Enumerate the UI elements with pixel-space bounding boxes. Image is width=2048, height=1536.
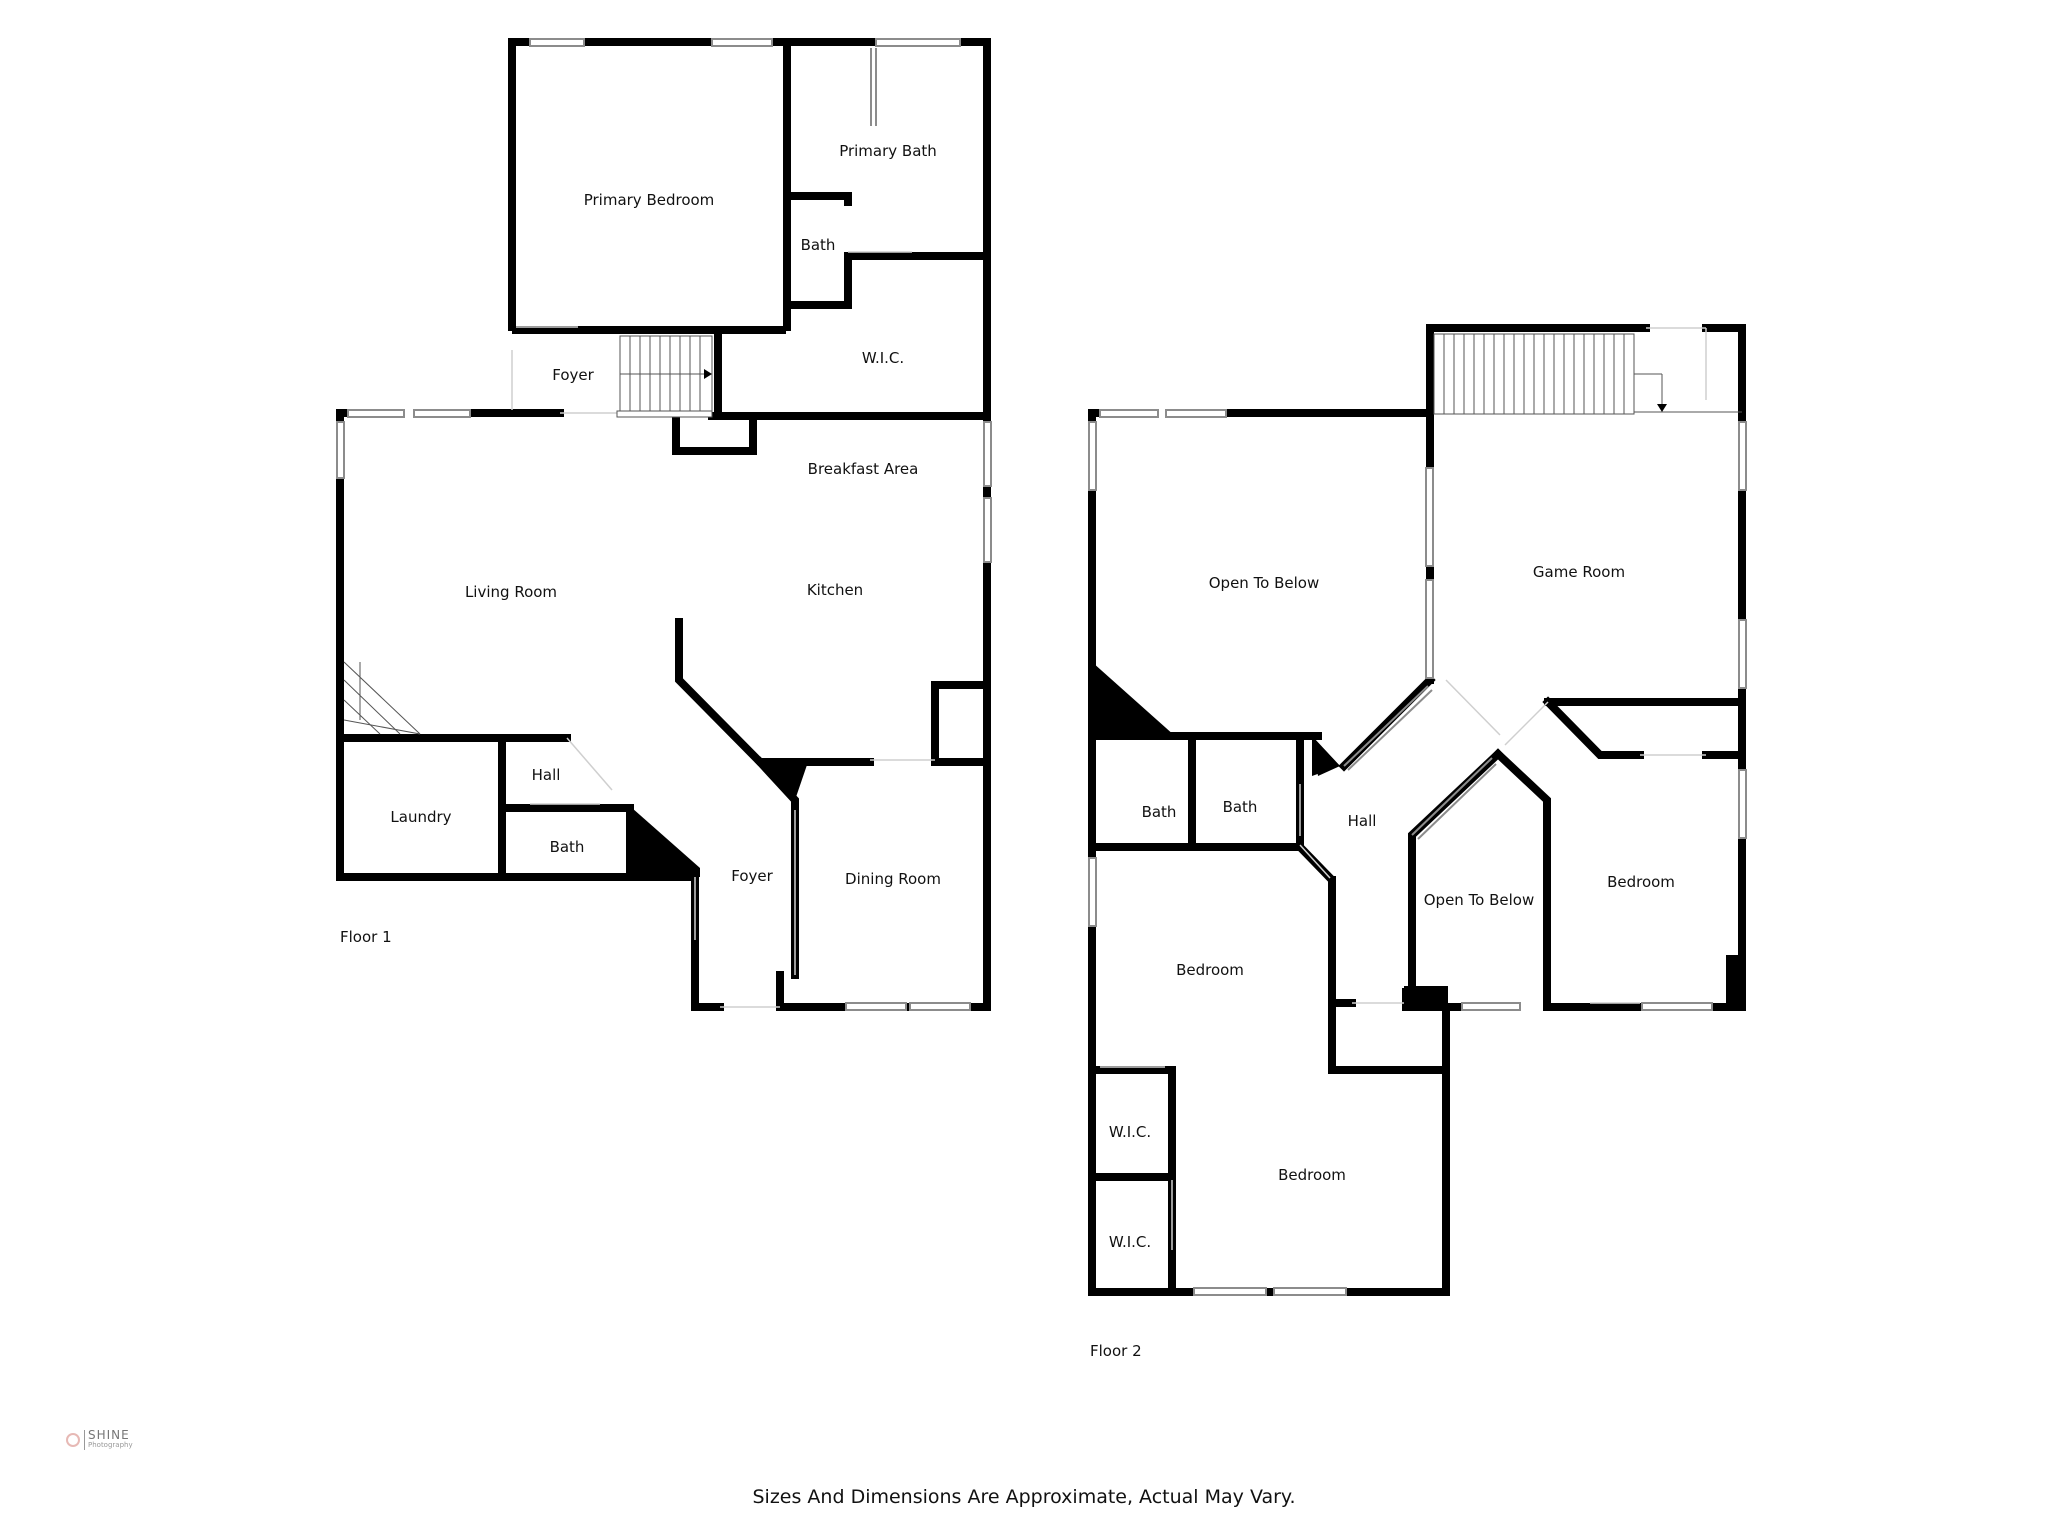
room-label-bath: Bath — [800, 236, 836, 254]
room-label-open-to-below-left: Open To Below — [1208, 574, 1320, 592]
windows — [336, 38, 1747, 1296]
room-label-laundry: Laundry — [390, 808, 452, 826]
floor-2-walls — [1088, 324, 1746, 1296]
stairs — [343, 333, 1742, 735]
room-label-breakfast-area: Breakfast Area — [807, 460, 919, 478]
room-label-foyer-upper: Foyer — [552, 366, 594, 384]
floor-1-walls — [336, 38, 991, 1011]
shine-photography-logo: SHINE Photography — [66, 1428, 133, 1450]
logo-text: SHINE Photography — [84, 1428, 133, 1450]
room-label-wic-upper: W.I.C. — [1108, 1123, 1152, 1141]
stair-arrows — [704, 369, 1667, 412]
room-label-bath-lower: Bath — [549, 838, 585, 856]
room-label-bedroom-left: Bedroom — [1176, 961, 1244, 979]
room-label-dining-room: Dining Room — [845, 870, 941, 888]
room-label-primary-bedroom: Primary Bedroom — [583, 191, 715, 209]
room-label-bath-left: Bath — [1141, 803, 1177, 821]
room-label-hall: Hall — [1347, 812, 1377, 830]
logo-name: SHINE — [88, 1428, 130, 1442]
logo-ring-icon — [66, 1433, 80, 1447]
room-label-primary-bath: Primary Bath — [839, 142, 937, 160]
room-label-game-room: Game Room — [1532, 563, 1626, 581]
solid-wall-blocks — [632, 662, 1744, 1008]
room-label-bedroom-right: Bedroom — [1607, 873, 1675, 891]
room-label-foyer-lower: Foyer — [731, 867, 773, 885]
room-label-wic: W.I.C. — [861, 349, 905, 367]
room-label-bath-right: Bath — [1222, 798, 1258, 816]
room-label-kitchen: Kitchen — [806, 581, 864, 599]
room-label-wic-lower: W.I.C. — [1108, 1233, 1152, 1251]
floor-2-label: Floor 2 — [1090, 1342, 1142, 1360]
door-openings — [511, 251, 1707, 1250]
room-label-open-to-below-center: Open To Below — [1423, 891, 1535, 909]
disclaimer-text: Sizes And Dimensions Are Approximate, Ac… — [752, 1486, 1296, 1508]
room-label-living-room: Living Room — [464, 583, 558, 601]
logo-tagline: Photography — [88, 1441, 133, 1449]
room-label-bedroom-bottom: Bedroom — [1278, 1166, 1346, 1184]
room-label-hall: Hall — [531, 766, 561, 784]
floor-1-label: Floor 1 — [340, 928, 392, 946]
